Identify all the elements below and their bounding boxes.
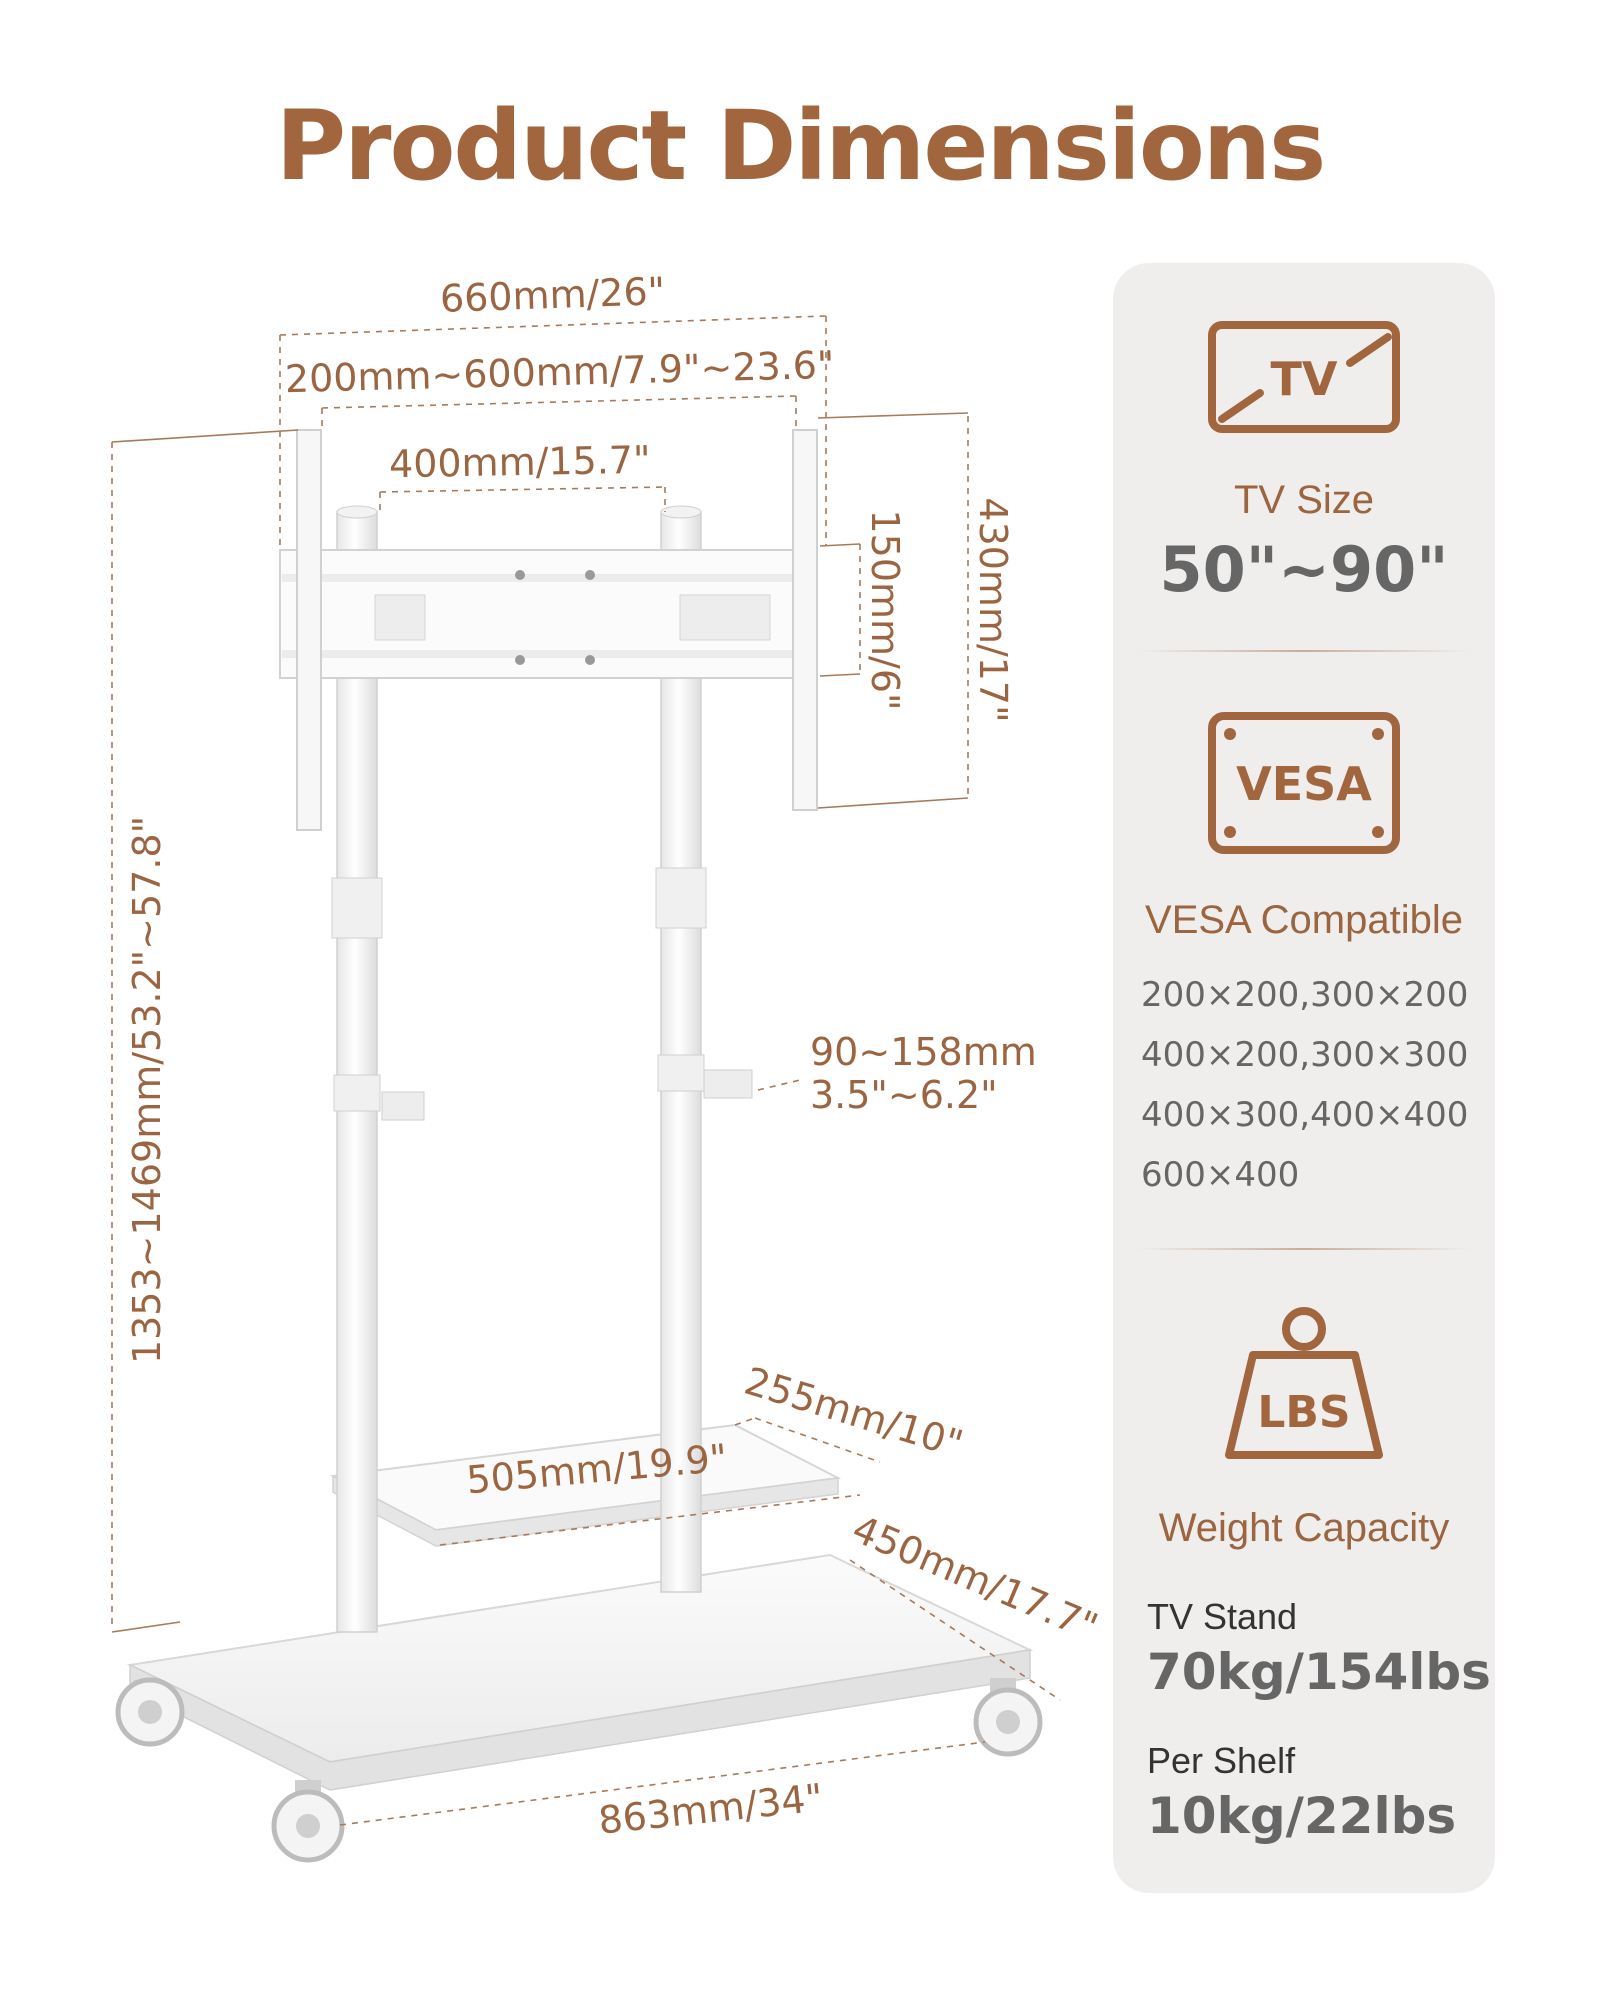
section-divider bbox=[1137, 650, 1471, 652]
weight-capacity-label: Weight Capacity bbox=[1158, 1506, 1450, 1550]
svg-text:LBS: LBS bbox=[1257, 1387, 1350, 1438]
stand-column bbox=[331, 505, 425, 1633]
plate-height-label: 430mm/17" bbox=[971, 497, 1015, 722]
section-divider bbox=[1137, 1248, 1471, 1250]
caster-wheel bbox=[115, 1677, 185, 1747]
vesa-size-line: 600×400 bbox=[1141, 1155, 1300, 1195]
dimension-ticks bbox=[111, 412, 969, 1633]
per-shelf-label: Per Shelf bbox=[1147, 1740, 1296, 1781]
stand-column bbox=[655, 505, 753, 1593]
spec-panel: TV TV Size 50"~90" VESA VESA Compatible … bbox=[1113, 263, 1495, 1893]
tv-icon: TV bbox=[1208, 321, 1400, 433]
svg-text:VESA: VESA bbox=[1236, 757, 1372, 811]
vesa-label: VESA Compatible bbox=[1145, 898, 1463, 942]
vesa-size-line: 200×200,300×200 bbox=[1141, 975, 1469, 1015]
tv-size-label: TV Size bbox=[1233, 478, 1375, 522]
tv-stand-diagram: 660mm/26" 200mm~600mm/7.9"~23.6" 400mm/1… bbox=[111, 269, 1104, 1863]
dimension-lines bbox=[111, 315, 1061, 1826]
stand-base bbox=[126, 1553, 1034, 1791]
shelf bbox=[329, 1423, 842, 1547]
svg-text:TV: TV bbox=[1271, 352, 1338, 406]
tv-stand-weight: 70kg/154lbs bbox=[1147, 1643, 1491, 1701]
caster-wheel bbox=[973, 1678, 1043, 1757]
vesa-size-line: 400×200,300×300 bbox=[1141, 1035, 1469, 1075]
tv-size-value: 50"~90" bbox=[1159, 533, 1449, 606]
mounting-bracket bbox=[279, 429, 818, 831]
clamp-range-in-label: 3.5"~6.2" bbox=[810, 1073, 998, 1117]
base-width-label: 863mm/34" bbox=[596, 1775, 825, 1842]
hole-range-label: 200mm~600mm/7.9"~23.6" bbox=[284, 343, 835, 401]
total-height-label: 1353~1469mm/53.2"~57.8" bbox=[125, 816, 169, 1364]
column-span-label: 400mm/15.7" bbox=[389, 438, 651, 487]
vesa-icon: VESA bbox=[1208, 712, 1400, 854]
bracket-height-label: 150mm/6" bbox=[863, 509, 907, 710]
weight-icon: LBS bbox=[1225, 1307, 1383, 1459]
overall-width-label: 660mm/26" bbox=[439, 269, 666, 321]
per-shelf-weight: 10kg/22lbs bbox=[1147, 1787, 1457, 1845]
tv-stand-label: TV Stand bbox=[1147, 1596, 1298, 1637]
vesa-size-line: 400×300,400×400 bbox=[1141, 1095, 1469, 1135]
page-title: Product Dimensions bbox=[275, 90, 1327, 202]
clamp-range-mm-label: 90~158mm bbox=[810, 1030, 1037, 1074]
caster-wheel bbox=[271, 1780, 345, 1863]
